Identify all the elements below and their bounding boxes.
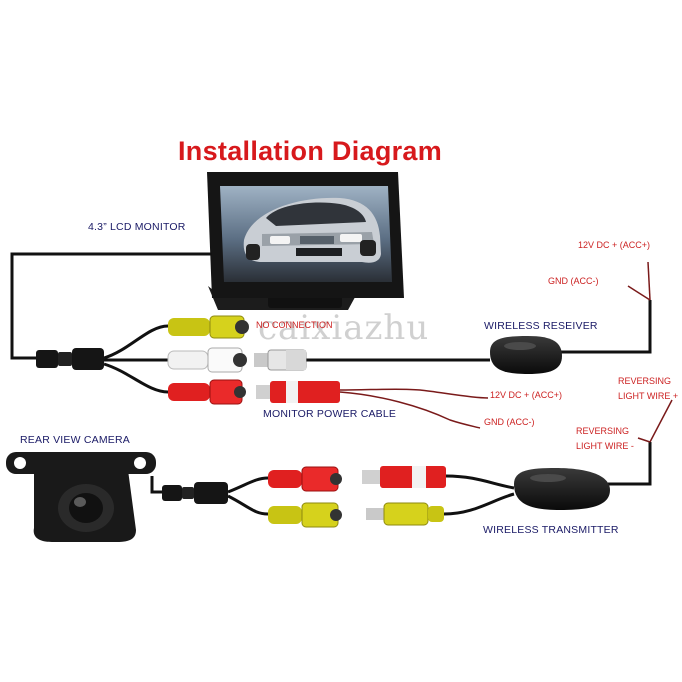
reversing-plus-label-line2: LIGHT WIRE +: [618, 391, 679, 401]
cables: [10, 252, 652, 516]
wireless-transmitter: [514, 468, 610, 510]
car-image: [243, 197, 381, 263]
leader-wires: [627, 261, 673, 443]
camera-yellow-rca: [268, 502, 342, 528]
camera-red-rca: [268, 466, 342, 492]
monitor-cable-splitter: [36, 348, 104, 370]
wireless-transmitter-label: WIRELESS TRANSMITTER: [483, 524, 619, 536]
reversing-minus-label-line1: REVERSING: [576, 426, 630, 436]
power-gnd-label: GND (ACC-): [484, 417, 535, 427]
monitor-yellow-rca: [168, 315, 249, 339]
monitor-white-rca: [167, 347, 307, 373]
lcd-monitor: [207, 172, 404, 310]
monitor-red-rca: [168, 379, 340, 405]
wireless-receiver: [490, 336, 562, 374]
wireless-receiver-label: WIRELESS RESEIVER: [484, 320, 598, 332]
no-connection-label: NO CONNECTION: [256, 320, 333, 330]
watermark-text: caixiazhu: [258, 308, 430, 348]
receiver-gnd-label: GND (ACC-): [548, 276, 599, 286]
diagram-title: Installation Diagram: [178, 136, 443, 166]
reversing-plus-label-line1: REVERSING: [618, 376, 672, 386]
receiver-12v-label: 12V DC + (ACC+): [578, 240, 651, 250]
monitor-power-cable-label: MONITOR POWER CABLE: [263, 408, 397, 420]
transmitter-yellow-rca: [366, 502, 444, 526]
power-12v-label: 12V DC + (ACC+): [490, 390, 563, 400]
rear-view-camera-label: REAR VIEW CAMERA: [20, 434, 130, 446]
reversing-minus-label-line2: LIGHT WIRE -: [576, 441, 634, 451]
lcd-monitor-label: 4.3” LCD MONITOR: [88, 221, 186, 233]
camera-cable-splitter: [162, 482, 228, 504]
transmitter-red-plug: [362, 466, 446, 488]
rear-view-camera: [6, 452, 156, 542]
